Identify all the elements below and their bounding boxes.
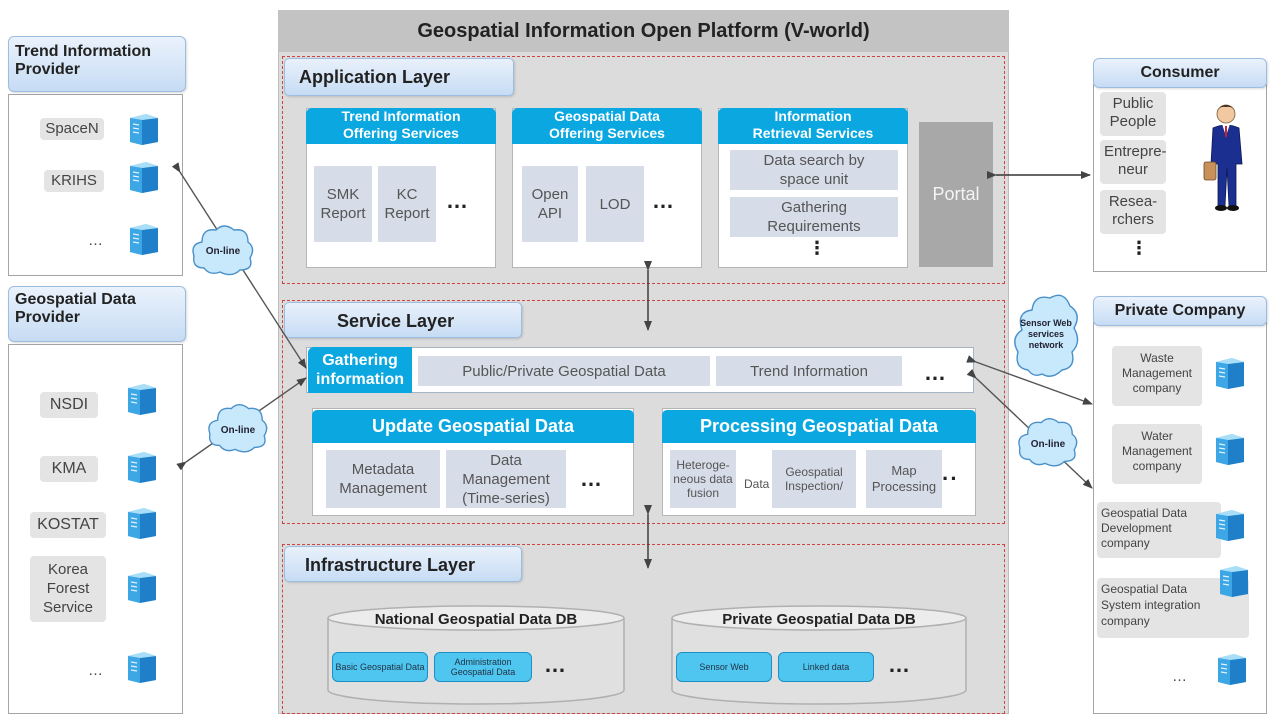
trend-more: … [446,188,469,213]
smk-report-tile: SMK Report [314,166,372,242]
company-geo-si: Geospatial Data System integration compa… [1097,578,1249,638]
admin-geo-pill: Administration Geospatial Data [434,652,532,682]
platform-title: Geospatial Information Open Platform (V-… [278,10,1009,52]
trend-item-krihs: KRIHS [44,170,104,192]
geo-item-kostat: KOSTAT [30,512,106,538]
processing-title: Processing Geospatial Data [662,410,976,443]
linked-data-pill: Linked data [778,652,874,682]
infrastructure-layer-label: Infrastructure Layer [284,546,522,582]
trend-info-tile: Trend Information [716,356,902,386]
sensor-network-label: Sensor Web services network [1020,318,1072,350]
data-word: Data [744,477,770,491]
update-title: Update Geospatial Data [312,410,634,443]
data-management-tile: Data Management (Time-series) [446,450,566,508]
cloud-icon [1014,294,1079,377]
server-icon [124,650,160,689]
company-waste: Waste Management company [1112,346,1202,406]
sensor-web-pill: Sensor Web [676,652,772,682]
retrieval-more: ⋮ [808,238,827,258]
public-private-tile: Public/Private Geospatial Data [418,356,710,386]
service-layer-label: Service Layer [284,302,522,338]
server-icon [124,570,160,609]
geo-item-nsdi: NSDI [40,392,98,418]
server-icon [126,160,162,199]
company-geo-dev: Geospatial Data Development company [1097,502,1221,558]
server-icon [124,506,160,545]
national-db-title: National Geospatial Data DB [374,611,578,628]
retrieval-title: Information Retrieval Services [718,108,908,144]
inspection-tile: Geospatial Inspection/ [772,450,856,508]
portal-box: Portal [919,122,993,267]
update-more: … [580,466,603,491]
heterogeneous-tile: Heteroge- neous data fusion [670,450,736,508]
map-processing-tile: Map Processing [866,450,942,508]
server-icon [126,112,162,151]
company-water: Water Management company [1112,424,1202,484]
consumer-entrepreneur: Entrepre- neur [1100,140,1167,184]
basic-geo-pill: Basic Geospatial Data [332,652,428,682]
open-api-tile: Open API [522,166,578,242]
geodata-more: … [652,188,675,213]
application-layer-label: Application Layer [284,58,514,96]
cloud-icon [1018,418,1078,467]
geo-item-more: … [88,662,103,679]
server-icon [1212,356,1248,395]
consumer-more: ⋮ [1130,238,1149,258]
gathering-more: … [924,360,947,385]
consumer-public: Public People [1100,92,1166,136]
metadata-tile: Metadata Management [326,450,440,508]
server-icon [126,222,162,261]
infrastructure-layer-box [282,544,1005,714]
server-icon [124,382,160,421]
kc-report-tile: KC Report [378,166,436,242]
company-more: … [1172,668,1187,685]
consumer-researchers: Resea- rchers [1100,190,1166,234]
processing-more: ·· [942,466,959,491]
gathering-req-tile: Gathering Requirements [730,197,898,237]
geo-item-forest: Korea Forest Service [30,556,106,622]
trend-item-spacen: SpaceN [40,118,104,140]
geo-provider-title: Geospatial Data Provider [8,286,186,342]
geodata-offering-title: Geospatial Data Offering Services [512,108,702,144]
online-label-3: On-line [1030,439,1066,450]
cloud-icon [192,225,254,276]
private-db-more: … [888,652,911,677]
server-icon [1214,652,1250,691]
gathering-label: Gathering information [308,347,412,393]
consumer-title: Consumer [1093,58,1267,88]
trend-item-more: … [88,232,103,249]
trend-offering-title: Trend Information Offering Services [306,108,496,144]
server-icon [124,450,160,489]
national-db-more: … [544,652,567,677]
lod-tile: LOD [586,166,644,242]
trend-provider-title: Trend Information Provider [8,36,186,92]
server-icon [1212,508,1248,547]
businessman-icon [1203,104,1243,211]
server-icon [1216,564,1252,603]
data-search-tile: Data search by space unit [730,150,898,190]
geo-item-kma: KMA [40,456,98,482]
private-db-title: Private Geospatial Data DB [722,611,916,628]
cloud-icon [208,404,268,453]
online-label-2: On-line [220,425,256,436]
private-company-title: Private Company [1093,296,1267,326]
online-label-1: On-line [205,246,241,257]
server-icon [1212,432,1248,471]
